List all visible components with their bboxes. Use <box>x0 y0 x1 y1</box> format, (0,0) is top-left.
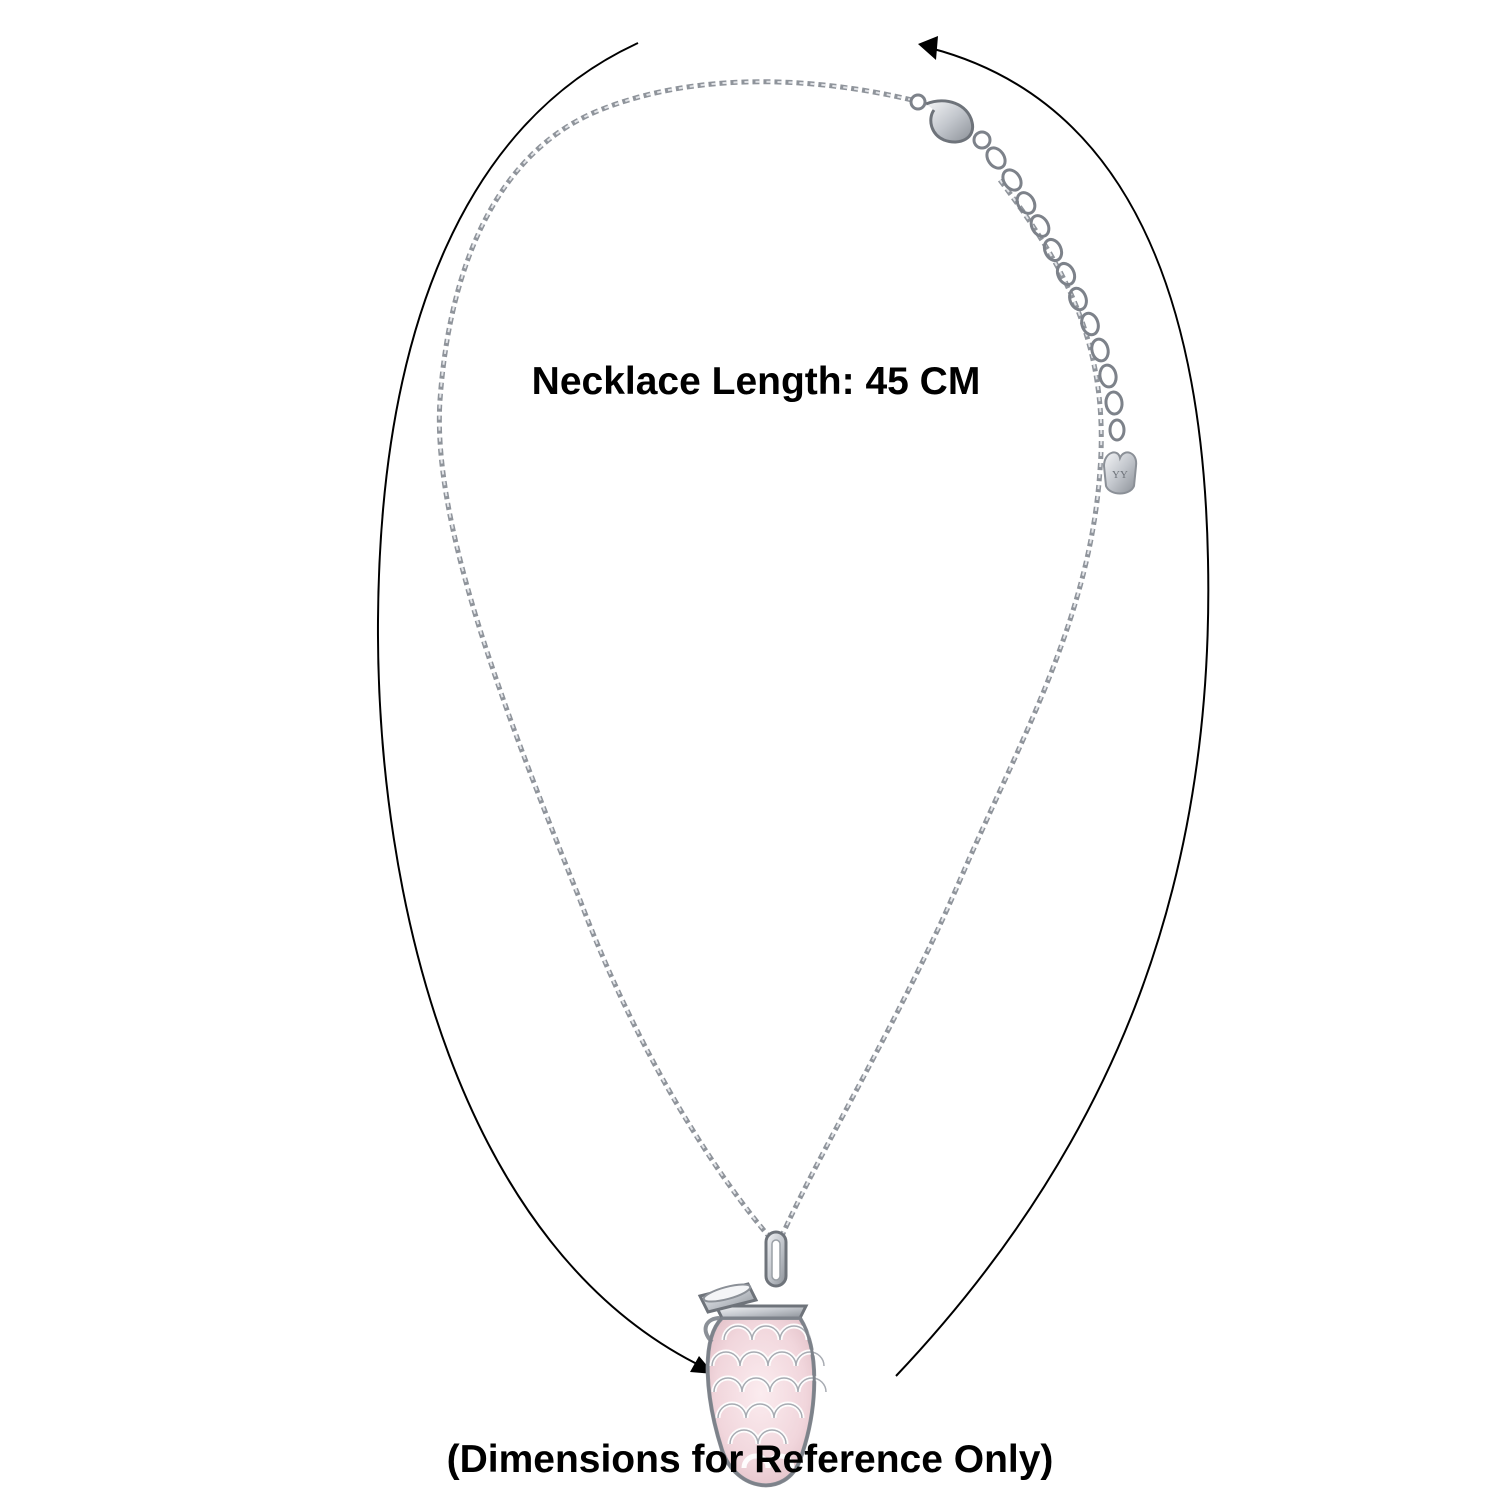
extender-chain <box>985 146 1126 442</box>
brand-tag-marking: YY <box>1112 469 1128 481</box>
lobster-clasp <box>909 93 992 150</box>
pendant-bail <box>764 1230 788 1288</box>
measurement-arc-right <box>895 36 1210 1377</box>
vase-pendant <box>697 1282 829 1488</box>
arrow-head-icon <box>918 36 938 60</box>
necklace-length-label: Necklace Length: 45 CM <box>531 360 981 403</box>
necklace-chain <box>436 79 1104 1242</box>
dimensions-footnote: (Dimensions for Reference Only) <box>446 1438 1054 1481</box>
measurement-arc-left <box>376 42 714 1374</box>
brand-tag: YY <box>1102 451 1138 495</box>
